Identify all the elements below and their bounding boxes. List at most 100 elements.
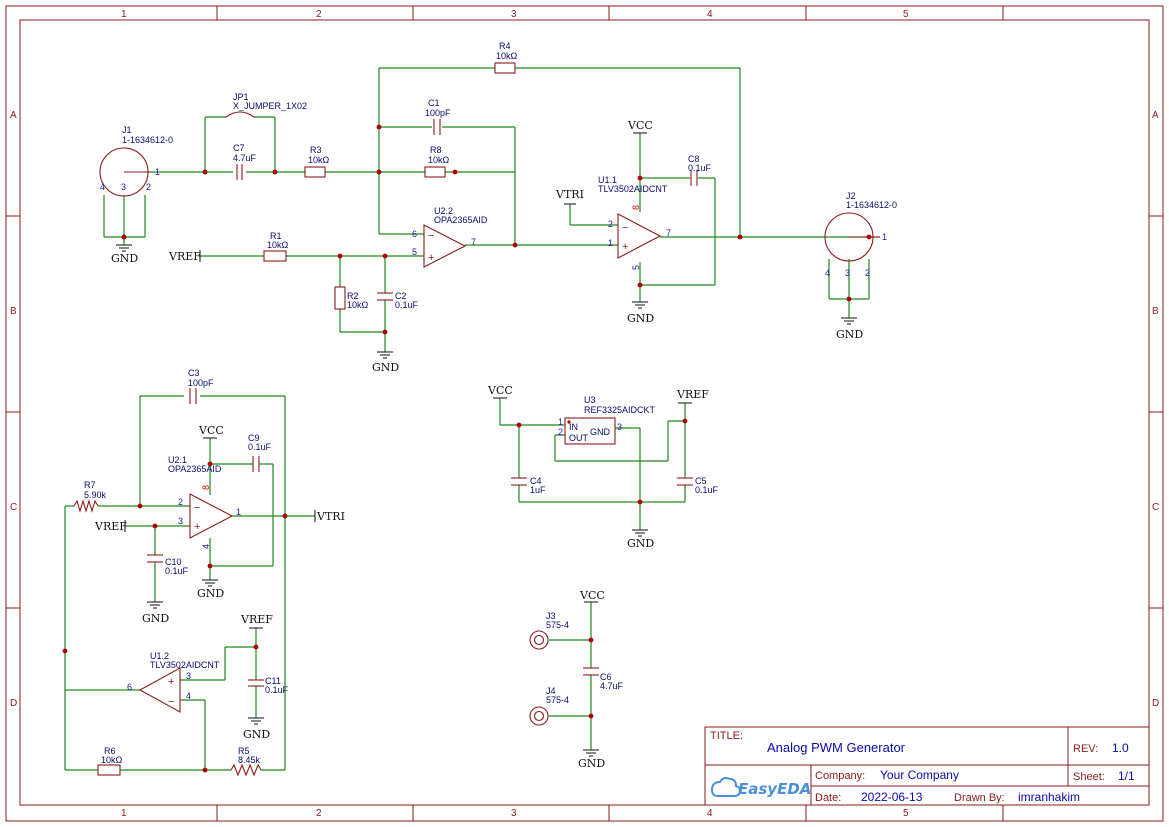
u1-1-pin-7: 7 [666, 228, 671, 238]
c9-value: 0.1uF [248, 442, 272, 452]
u3-pin-name-gnd: GND [590, 427, 611, 437]
u3-ref: U3 [584, 395, 596, 405]
u1-1-pin-8: 8 [631, 205, 641, 210]
gnd-symbol-j2: GND [836, 317, 863, 341]
r3-ref: R3 [310, 145, 322, 155]
gnd-label-j2: GND [836, 328, 863, 341]
resistor-r4[interactable]: R4 10kΩ [494, 41, 518, 74]
opamp-u2-1[interactable]: − + U2.1 OPA2365AID 2 3 1 8 4 [168, 455, 241, 549]
connector-j4[interactable]: J4 575-4 [529, 686, 569, 726]
svg-text:−: − [194, 502, 200, 514]
vcc-label-u3: VCC [487, 384, 513, 397]
capacitor-c9[interactable]: C9 0.1uF [248, 433, 272, 472]
connector-j3[interactable]: J3 575-4 [529, 611, 569, 650]
wires-triangle [64, 395, 315, 771]
u1-1-pin-1: 1 [608, 238, 613, 248]
capacitor-c5[interactable]: C5 0.1uF [677, 476, 719, 495]
r6-value: 10kΩ [101, 755, 123, 765]
zone-row-d-right: D [1152, 698, 1159, 709]
zone-col-5-bottom: 5 [903, 808, 909, 819]
u1-1-pin-2: 2 [608, 219, 613, 229]
zone-col-1-top: 1 [121, 9, 127, 20]
opamp-u2-2[interactable]: − + U2.2 OPA2365AID 6 5 7 [412, 206, 488, 268]
capacitor-c8[interactable]: C8 0.1uF [688, 154, 712, 186]
j1-pin-1: 1 [155, 167, 160, 177]
resistor-r2[interactable]: R2 10kΩ [334, 286, 369, 310]
vtri-label-top: VTRI [555, 188, 584, 201]
r2-value: 10kΩ [347, 300, 369, 310]
j2-pin-4: 4 [825, 268, 830, 278]
svg-text:−: − [428, 230, 434, 242]
gnd-symbol-u3: GND [627, 529, 654, 550]
capacitor-c10[interactable]: C10 0.1uF [147, 554, 189, 576]
capacitor-c4[interactable]: C4 1uF [511, 476, 546, 495]
gnd-label-u1-1: GND [627, 312, 654, 325]
c4-value: 1uF [530, 485, 546, 495]
vref-label-u2-1: VREF [94, 520, 127, 533]
u1-2-ref: U1.2 [150, 651, 169, 661]
vref-symbol-u3: VREF [676, 388, 709, 404]
u1-1-ref: U1.1 [598, 175, 617, 185]
junctions [62, 124, 872, 773]
resistor-r7[interactable]: R7 5.90k [73, 480, 107, 513]
j1-pin-2: 2 [146, 182, 151, 192]
resistor-r6[interactable]: R6 10kΩ [97, 746, 123, 776]
resistor-r1[interactable]: R1 10kΩ [263, 231, 289, 262]
gnd-symbol-u1-1: GND [627, 301, 654, 325]
title-block: TITLE: Analog PWM Generator REV: 1.0 Com… [704, 726, 1150, 806]
r7-value: 5.90k [84, 490, 107, 500]
c2-value: 0.1uF [395, 300, 419, 310]
c3-ref: C3 [188, 368, 200, 378]
resistor-r8[interactable]: R8 10kΩ [424, 145, 450, 178]
c5-ref: C5 [695, 476, 707, 486]
vcc-symbol-j3: VCC [579, 589, 605, 603]
vcc-symbol-u2-1: VCC [198, 424, 224, 439]
c8-value: 0.1uF [688, 163, 712, 173]
capacitor-c7[interactable]: C7 4.7uF [233, 143, 257, 180]
wires-reference [499, 398, 686, 530]
sheet-frame: 1 2 3 4 5 1 2 3 4 5 A B C D A B C D [5, 5, 1164, 822]
u2-1-pin-1: 1 [236, 507, 241, 517]
gnd-label-j4: GND [578, 757, 605, 770]
gnd-symbol-c11: GND [243, 717, 270, 741]
u3-value: REF3325AIDCKT [584, 405, 656, 415]
wires-top [103, 67, 880, 352]
capacitor-c2[interactable]: C2 0.1uF [377, 291, 419, 310]
u3-pin-2: 2 [558, 427, 563, 437]
capacitor-c3[interactable]: C3 100pF [188, 368, 214, 404]
comparator-u1-2[interactable]: + − U1.2 TLV3502AIDCNT 3 4 6 [127, 651, 220, 713]
u2-2-pin-7: 7 [471, 237, 476, 247]
jp1-value: X_JUMPER_1X02 [233, 101, 307, 111]
zone-row-a-left: A [10, 110, 17, 121]
j1-pin-3: 3 [121, 182, 126, 192]
resistor-r5[interactable]: R5 8.45k [230, 746, 262, 777]
svg-text:+: + [194, 521, 200, 533]
connector-j2[interactable]: J2 1-1634612-0 1 2 3 4 [824, 191, 897, 278]
voltage-reference-u3[interactable]: U3 REF3325AIDCKT IN OUT GND 1 2 3 [558, 395, 656, 445]
resistor-r3[interactable]: R3 10kΩ [304, 145, 330, 178]
capacitor-c1[interactable]: C1 100pF [425, 98, 451, 135]
c9-ref: C9 [248, 433, 260, 443]
j2-pin-1: 1 [882, 232, 887, 242]
j2-value: 1-1634612-0 [846, 200, 897, 210]
comparator-u1-1[interactable]: − + U1.1 TLV3502AIDCNT 2 1 7 8 5 [598, 175, 671, 270]
capacitor-c11[interactable]: C11 0.1uF [248, 676, 289, 695]
gnd-label-c11: GND [243, 728, 270, 741]
c11-value: 0.1uF [265, 685, 289, 695]
u2-2-value: OPA2365AID [434, 215, 488, 225]
capacitor-c6[interactable]: C6 4.7uF [583, 667, 624, 691]
rev-label: REV: [1073, 743, 1098, 755]
connector-j1[interactable]: J1 1-1634612-0 1 2 3 4 [99, 125, 173, 197]
c3-value: 100pF [188, 378, 214, 388]
r3-value: 10kΩ [308, 155, 330, 165]
c7-ref: C7 [233, 143, 245, 153]
zone-col-2-bottom: 2 [316, 808, 322, 819]
u3-pin-1: 1 [558, 417, 563, 427]
vtri-port-u2-1: VTRI [314, 510, 345, 523]
u3-pin-3: 3 [617, 422, 622, 432]
jumper-jp1[interactable]: JP1 X_JUMPER_1X02 [225, 92, 307, 118]
u1-1-value: TLV3502AIDCNT [598, 184, 668, 194]
c6-value: 4.7uF [600, 681, 624, 691]
c10-value: 0.1uF [165, 566, 189, 576]
u2-1-pin-8: 8 [201, 485, 211, 490]
